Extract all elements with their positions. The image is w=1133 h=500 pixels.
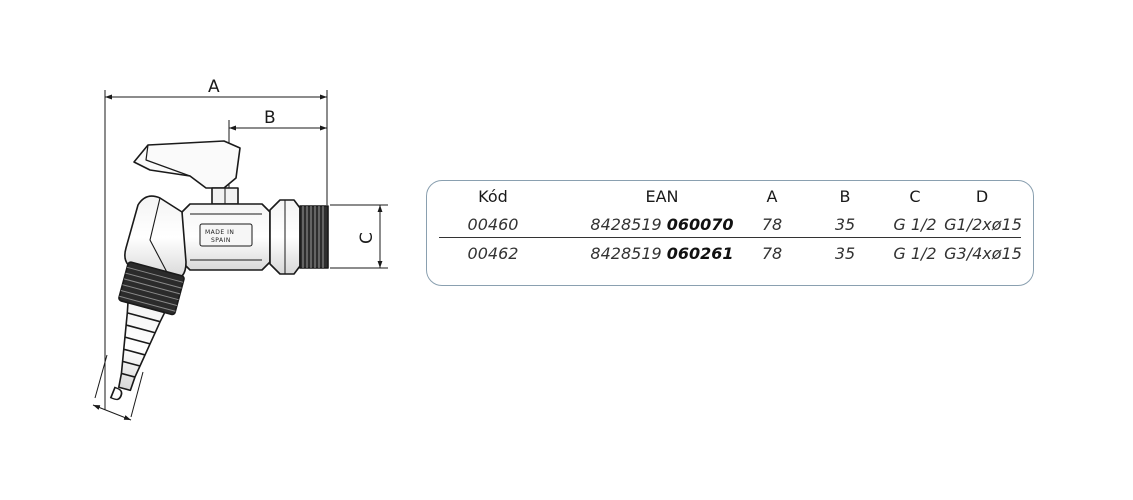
row2-b: 35 — [834, 244, 856, 263]
row1-c: G 1/2 — [893, 215, 937, 234]
row1-ean-suffix: 060070 — [666, 215, 734, 234]
row2-ean-suffix: 060261 — [666, 244, 734, 263]
header-c: C — [909, 187, 921, 206]
header-ean: EAN — [645, 187, 679, 206]
lever-handle — [133, 140, 241, 189]
row1-b: 35 — [834, 215, 856, 234]
row2-d: G3/4xø15 — [944, 244, 1022, 263]
header-a: A — [766, 187, 778, 206]
header-b: B — [839, 187, 851, 206]
row2-a: 78 — [761, 244, 783, 263]
row1-d: G1/2xø15 — [944, 215, 1022, 234]
header-code: Kód — [478, 187, 508, 206]
row-divider — [439, 237, 1021, 238]
dimension-b-label: B — [264, 108, 276, 128]
stamp-line-1: MADE IN — [205, 229, 234, 236]
row1-code: 00460 — [467, 215, 519, 234]
dimension-lines — [92, 90, 388, 421]
header-d: D — [975, 187, 989, 206]
threaded-end — [299, 205, 329, 269]
row1-ean-prefix: 8428519 — [590, 215, 667, 234]
row1-ean: 8428519 060070 — [557, 215, 767, 234]
dimension-c-label: C — [357, 232, 377, 244]
row2-ean: 8428519 060261 — [557, 244, 767, 263]
row2-c: G 1/2 — [893, 244, 937, 263]
stamp-line-2: SPAIN — [211, 237, 231, 244]
spec-table: Kód EAN A B C D 00460 8428519 060070 78 … — [426, 180, 1034, 286]
row2-ean-prefix: 8428519 — [590, 244, 667, 263]
row1-a: 78 — [761, 215, 783, 234]
row2-code: 00462 — [467, 244, 519, 263]
dimension-a-label: A — [208, 77, 220, 97]
hose-barb — [117, 301, 166, 392]
valve-body — [117, 140, 329, 392]
